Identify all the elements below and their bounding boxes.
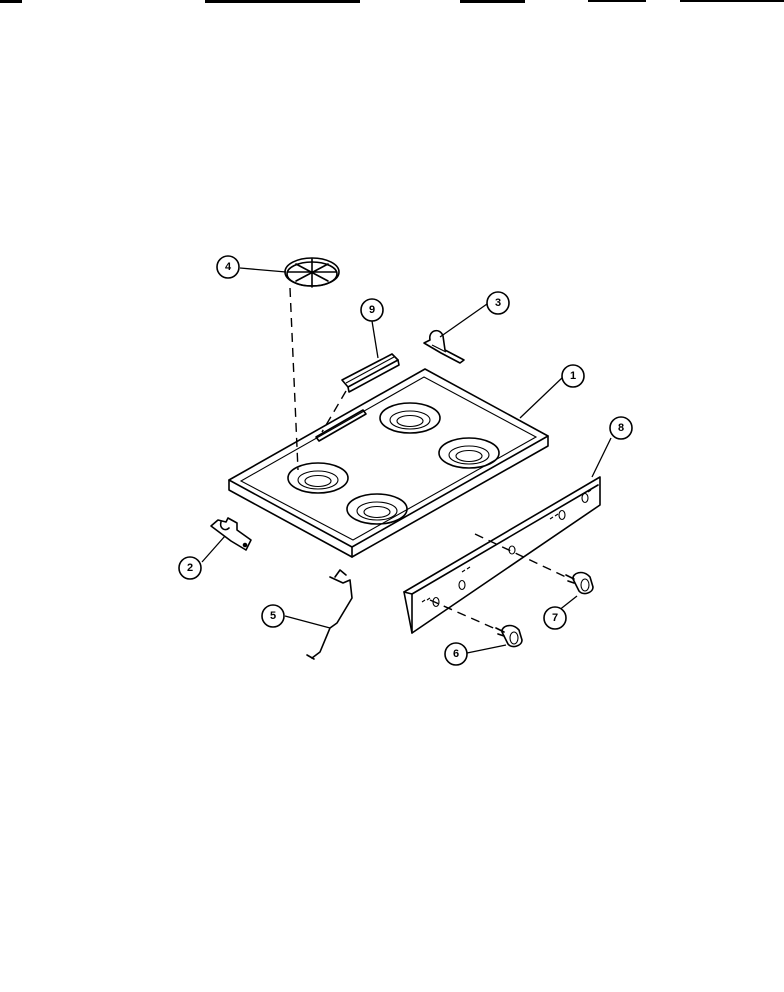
knob-6-alignment-line — [429, 599, 499, 631]
burner-back-right — [379, 402, 441, 434]
callout-5-label: 5 — [270, 610, 276, 622]
knob-6-part — [495, 624, 523, 648]
bracket-part — [210, 517, 252, 551]
callout-5: 5 — [261, 604, 285, 628]
callout-8: 8 — [609, 416, 633, 440]
burner-front-right — [438, 437, 500, 469]
grate-part — [284, 257, 340, 288]
knob-7-part — [565, 571, 594, 595]
callout-3: 3 — [486, 291, 510, 315]
grate-alignment-line — [289, 287, 299, 471]
vent-alignment-line — [321, 390, 347, 433]
callout-1: 1 — [561, 364, 585, 388]
callout-9: 9 — [360, 298, 384, 322]
header-strip — [0, 0, 784, 3]
callout-7: 7 — [543, 606, 567, 630]
leader-lines — [201, 267, 612, 654]
callout-7-label: 7 — [552, 612, 558, 624]
callout-1-label: 1 — [570, 370, 576, 382]
callout-2: 2 — [178, 556, 202, 580]
callout-4-label: 4 — [225, 261, 232, 273]
callout-6-label: 6 — [453, 648, 459, 660]
control-panel-part — [403, 476, 601, 634]
knob-7-alignment-line — [474, 533, 569, 579]
callout-9-label: 9 — [369, 304, 375, 316]
vent-trim-part — [341, 353, 400, 393]
callout-2-label: 2 — [187, 562, 193, 574]
burner-front-left — [346, 493, 408, 525]
cooktop-part — [228, 368, 549, 558]
clip-part — [423, 329, 465, 364]
callout-3-label: 3 — [495, 297, 501, 309]
burner-back-left — [287, 462, 349, 494]
callout-8-label: 8 — [618, 422, 624, 434]
callout-4: 4 — [216, 255, 240, 279]
wire-bracket-part — [306, 569, 353, 660]
callout-6: 6 — [444, 642, 468, 666]
